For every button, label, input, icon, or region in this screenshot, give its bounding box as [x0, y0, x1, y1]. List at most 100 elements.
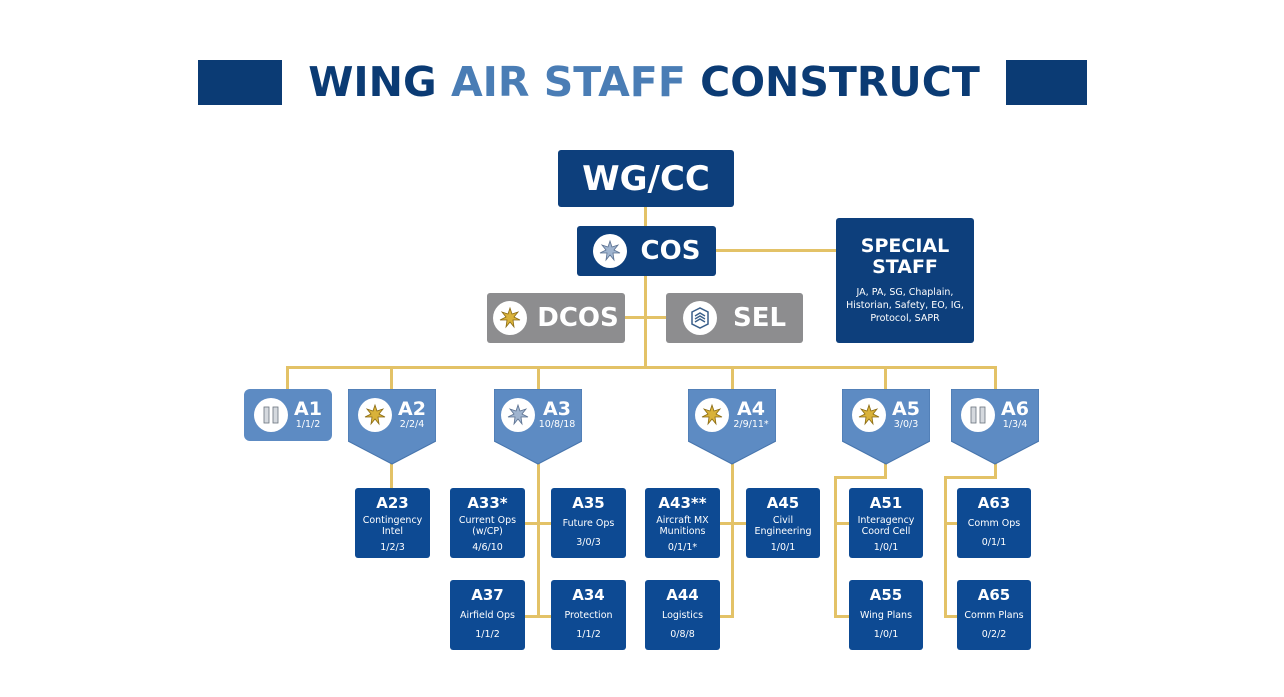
- division-name-line1: Aircraft MX: [656, 515, 709, 526]
- silver-oak-leaf-icon: [500, 398, 535, 432]
- directorate-code: A1: [294, 398, 322, 420]
- division-code: A37: [471, 586, 504, 604]
- connector-a4-trunk: [731, 460, 734, 618]
- division-nums: 1/2/3: [380, 542, 405, 553]
- directorate-a2: A2 2/2/4: [348, 389, 436, 441]
- division-code: A65: [977, 586, 1011, 604]
- division-code: A51: [869, 494, 903, 512]
- cos-label: COS: [640, 236, 701, 266]
- division-code: A55: [869, 586, 903, 604]
- division-name-line1: Logistics: [661, 610, 704, 621]
- division-a63: A63 Comm Ops 0/1/1: [957, 488, 1031, 558]
- directorate-nums: 3/0/3: [893, 419, 919, 430]
- directorate-nums: 1/1/2: [295, 419, 321, 430]
- connector-a6-row2: [944, 615, 958, 618]
- division-a33: A33* Current Ops (w/CP) 4/6/10: [450, 488, 525, 558]
- division-code: A43**: [658, 494, 707, 512]
- division-name-line2: Intel: [381, 526, 404, 537]
- division-name-line1: Interagency: [857, 515, 915, 526]
- directorate-code: A2: [398, 398, 426, 420]
- division-code: A33*: [467, 494, 508, 512]
- division-a45: A45 Civil Engineering 1/0/1: [746, 488, 820, 558]
- connector-a5-row2: [834, 615, 850, 618]
- connector-a5-trunk: [834, 476, 837, 618]
- connector-cos-special: [714, 249, 836, 252]
- division-name-line1: Contingency: [362, 515, 423, 526]
- special-staff-box: SPECIAL STAFF JA, PA, SG, Chaplain, Hist…: [836, 218, 974, 343]
- division-a37: A37 Airfield Ops 1/1/2: [450, 580, 525, 650]
- connector-a2-a23: [390, 460, 393, 490]
- division-name-line2: Munitions: [659, 526, 706, 537]
- division-code: A45: [766, 494, 800, 512]
- directorate-nums: 2/9/11*: [733, 419, 769, 430]
- connector-a6-row1: [944, 522, 958, 525]
- division-name-line1: Airfield Ops: [459, 610, 516, 621]
- gold-oak-leaf-icon: [695, 398, 730, 432]
- connector-a2: [390, 366, 393, 389]
- division-a43: A43** Aircraft MX Munitions 0/1/1*: [645, 488, 720, 558]
- special-staff-line1: JA, PA, SG, Chaplain,: [856, 287, 954, 298]
- special-staff-list: JA, PA, SG, Chaplain, Historian, Safety,…: [836, 286, 974, 325]
- special-staff-title-line2: STAFF: [872, 256, 938, 278]
- directorate-code: A6: [1001, 398, 1029, 420]
- title-bar-right: [1006, 60, 1087, 105]
- special-staff-line3: Protocol, SAPR: [870, 313, 940, 324]
- connector-a4-row1: [718, 522, 748, 525]
- directorate-a1: A1 1/1/2: [244, 389, 332, 441]
- division-name-line1: Current Ops: [458, 515, 517, 526]
- division-nums: 3/0/3: [576, 537, 601, 548]
- gold-oak-leaf-icon: [493, 301, 528, 335]
- connector-a6-horiz: [944, 476, 997, 479]
- wgcc-label: WG/CC: [582, 158, 710, 199]
- sel-box: SEL: [666, 293, 803, 343]
- captain-bars-icon: [254, 398, 289, 432]
- division-nums: 0/1/1*: [667, 542, 698, 553]
- division-name-line1: Civil: [772, 515, 794, 526]
- connector-a3-trunk: [537, 460, 540, 618]
- division-nums: 4/6/10: [472, 542, 503, 553]
- gold-oak-leaf-icon: [358, 398, 393, 432]
- directorate-nums: 1/3/4: [1002, 419, 1028, 430]
- connector-dcos-sel: [624, 316, 668, 319]
- title-part2: AIR STAFF: [450, 58, 686, 106]
- connector-horizontal-main: [286, 366, 997, 369]
- wgcc-box: WG/CC: [558, 150, 734, 207]
- division-name-line2: Engineering: [754, 526, 812, 537]
- directorate-nums: 10/8/18: [538, 419, 576, 430]
- division-a35: A35 Future Ops 3/0/3: [551, 488, 626, 558]
- directorate-a4: A4 2/9/11*: [688, 389, 776, 441]
- division-name-line1: Comm Plans: [964, 610, 1024, 621]
- connector-a3-row1: [523, 522, 553, 525]
- connector-wgcc-cos: [644, 206, 647, 228]
- division-nums: 1/0/1: [873, 542, 899, 553]
- directorate-a6: A6 1/3/4: [951, 389, 1039, 441]
- division-name-line1: Protection: [564, 610, 613, 621]
- division-a65: A65 Comm Plans 0/2/2: [957, 580, 1031, 650]
- connector-a5: [884, 366, 887, 389]
- division-nums: 1/1/2: [475, 629, 500, 640]
- division-name-line1: Wing Plans: [859, 610, 913, 621]
- division-code: A34: [572, 586, 605, 604]
- division-code: A63: [977, 494, 1011, 512]
- title-bar-left: [198, 60, 282, 105]
- cos-box: COS: [577, 226, 716, 276]
- division-name-line1: Comm Ops: [967, 518, 1021, 529]
- directorate-a5: A5 3/0/3: [842, 389, 930, 441]
- division-a51: A51 Interagency Coord Cell 1/0/1: [849, 488, 923, 558]
- directorate-nums: 2/2/4: [399, 419, 425, 430]
- connector-a5-horiz: [834, 476, 887, 479]
- division-a55: A55 Wing Plans 1/0/1: [849, 580, 923, 650]
- special-staff-title-line1: SPECIAL: [860, 235, 950, 257]
- connector-cos-down: [644, 275, 647, 368]
- silver-oak-leaf-icon: [592, 234, 627, 268]
- captain-bars-icon: [961, 398, 996, 432]
- division-name-line2: (w/CP): [472, 526, 503, 537]
- gold-oak-leaf-icon: [852, 398, 887, 432]
- directorate-code: A4: [737, 398, 765, 420]
- division-code: A44: [666, 586, 699, 604]
- division-nums: 1/0/1: [873, 629, 899, 640]
- connector-a5-down: [884, 460, 887, 478]
- division-nums: 1/1/2: [576, 629, 601, 640]
- connector-a6-trunk: [944, 476, 947, 618]
- directorate-a3: A3 10/8/18: [494, 389, 582, 441]
